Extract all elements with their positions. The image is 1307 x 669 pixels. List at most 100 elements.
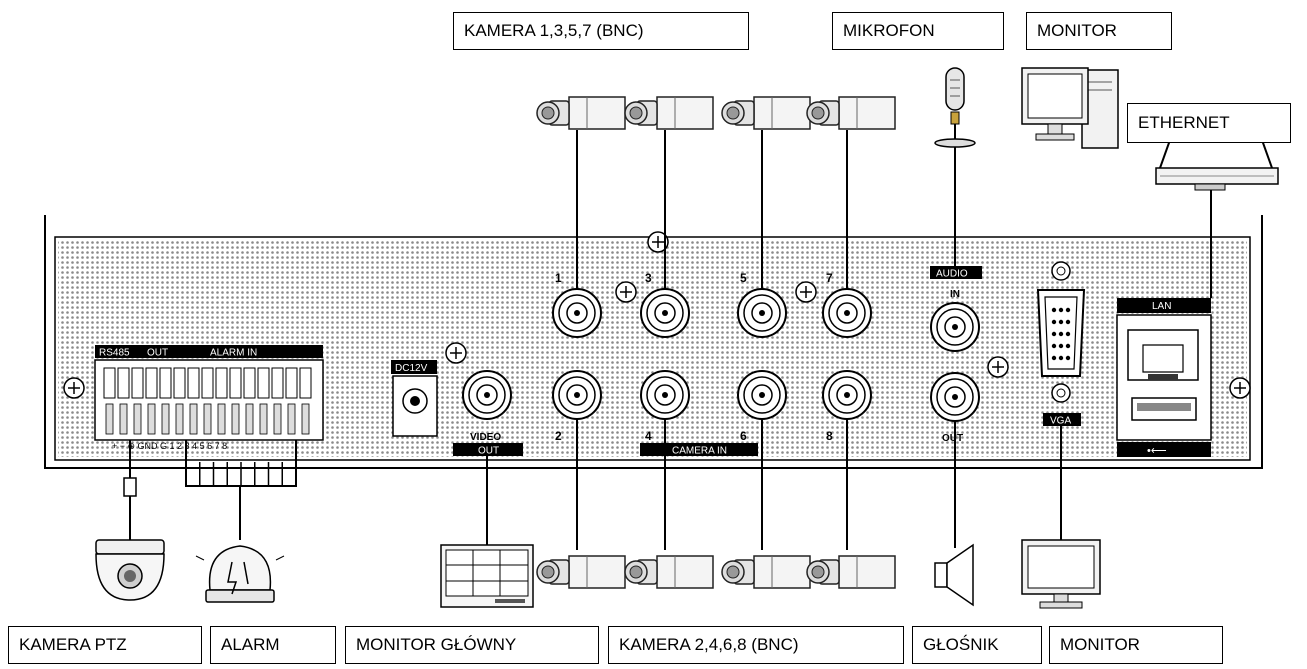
- vga-pin: [1058, 307, 1064, 313]
- terminal-slot: [131, 367, 144, 399]
- vga-pin: [1058, 343, 1064, 349]
- camera-in-ports: 1 3 5 7 2 4 6 8 CAMERA IN: [552, 271, 872, 457]
- terminal-slot: [271, 367, 284, 399]
- vga-pin: [1065, 331, 1071, 337]
- port-number-5: 5: [740, 271, 747, 285]
- camera-1-icon: [536, 96, 626, 130]
- camera-5-icon: [721, 96, 811, 130]
- monitor-pc-icon: [1021, 67, 1119, 149]
- terminal-slot: [215, 367, 228, 399]
- terminal-screw: [203, 403, 212, 435]
- terminal-screw: [287, 403, 296, 435]
- bnc-port-6: [737, 370, 787, 420]
- camera-2-icon: [536, 555, 626, 589]
- terminal-screw: [133, 403, 142, 435]
- port-number-6: 6: [740, 429, 747, 443]
- terminal-slot: [229, 367, 242, 399]
- vga-label: VGA: [1050, 416, 1071, 427]
- vga-pin: [1065, 355, 1071, 361]
- terminal-screw: [301, 403, 310, 435]
- port-number-8: 8: [826, 429, 833, 443]
- terminal-slot: [187, 367, 200, 399]
- camera-3-icon: [624, 96, 714, 130]
- terminal-screw: [105, 403, 114, 435]
- terminal-slot: [243, 367, 256, 399]
- vga-pin: [1051, 355, 1057, 361]
- main-monitor-icon: [440, 544, 534, 608]
- port-number-4: 4: [645, 429, 652, 443]
- bnc-port-7: [822, 288, 872, 338]
- terminal-slot: [145, 367, 158, 399]
- cameras-top: [536, 96, 896, 130]
- vga-pin: [1065, 343, 1071, 349]
- screw-left-icon: [63, 377, 85, 399]
- speaker-icon: [934, 543, 974, 607]
- ptz-camera-icon: [95, 539, 165, 601]
- terminal-block: RS485 OUT ALARM IN + − ⊕ GND G 1 2 3 4 5…: [94, 345, 324, 451]
- video-out-label: OUT: [478, 446, 499, 457]
- vga-pin: [1051, 331, 1057, 337]
- out-label: OUT: [147, 348, 168, 359]
- camera-8-icon: [806, 555, 896, 589]
- port-number-2: 2: [555, 429, 562, 443]
- video-label: VIDEO: [470, 432, 501, 443]
- audio-label: AUDIO: [936, 269, 968, 280]
- router-icon: [1155, 139, 1279, 191]
- port-number-1: 1: [555, 271, 562, 285]
- bnc-port-4: [640, 370, 690, 420]
- bnc-port-3: [640, 288, 690, 338]
- callout-ptz-camera: KAMERA PTZ: [8, 626, 202, 664]
- vga-pin: [1065, 307, 1071, 313]
- vga-pin: [1051, 319, 1057, 325]
- terminal-screw: [161, 403, 170, 435]
- callout-main-monitor: MONITOR GŁÓWNY: [345, 626, 599, 664]
- callout-ethernet: ETHERNET: [1127, 103, 1291, 143]
- terminal-slot: [103, 367, 116, 399]
- usb-label: •⟵: [1147, 445, 1167, 457]
- alarm-in-label: ALARM IN: [210, 348, 257, 359]
- terminal-slot: [117, 367, 130, 399]
- microphone-icon: [934, 67, 976, 148]
- dc12v-label: DC12V: [395, 363, 428, 374]
- terminal-slot: [257, 367, 270, 399]
- callout-camera-odd: KAMERA 1,3,5,7 (BNC): [453, 12, 749, 50]
- callout-monitor-top: MONITOR: [1026, 12, 1172, 50]
- terminal-screw: [147, 403, 156, 435]
- camera-in-label: CAMERA IN: [672, 446, 727, 457]
- vga-pin: [1058, 319, 1064, 325]
- ground-screw-icon: [445, 342, 467, 364]
- terminal-slot: [299, 367, 312, 399]
- vga-pin: [1058, 355, 1064, 361]
- screw-mid-right-icon: [795, 281, 817, 303]
- terminal-screw: [175, 403, 184, 435]
- callout-camera-even: KAMERA 2,4,6,8 (BNC): [608, 626, 904, 664]
- screw-mid-left-icon: [615, 281, 637, 303]
- callout-microphone: MIKROFON: [832, 12, 1004, 50]
- terminal-slot: [159, 367, 172, 399]
- terminal-screw: [245, 403, 254, 435]
- terminal-slot: [201, 367, 214, 399]
- camera-4-icon: [624, 555, 714, 589]
- alarm-siren-icon: [195, 530, 285, 603]
- lan-label: LAN: [1152, 301, 1171, 312]
- bnc-port-8: [822, 370, 872, 420]
- monitor-bottom-icon: [1021, 539, 1101, 609]
- screw-right-icon: [1229, 377, 1251, 399]
- terminal-screw: [259, 403, 268, 435]
- audio-out-label: OUT: [942, 433, 963, 444]
- bnc-port-5: [737, 288, 787, 338]
- camera-6-icon: [721, 555, 811, 589]
- terminal-slot: [285, 367, 298, 399]
- terminal-screw: [273, 403, 282, 435]
- terminal-screw: [231, 403, 240, 435]
- audio-out-port: [930, 372, 980, 422]
- callout-speaker: GŁOŚNIK: [912, 626, 1042, 664]
- callout-monitor-bottom: MONITOR: [1049, 626, 1223, 664]
- bnc-port-2: [552, 370, 602, 420]
- audio-in-label: IN: [950, 289, 960, 300]
- terminal-screw: [119, 403, 128, 435]
- vga-pin: [1051, 307, 1057, 313]
- video-out-bnc: [462, 370, 512, 420]
- callout-alarm: ALARM: [210, 626, 336, 664]
